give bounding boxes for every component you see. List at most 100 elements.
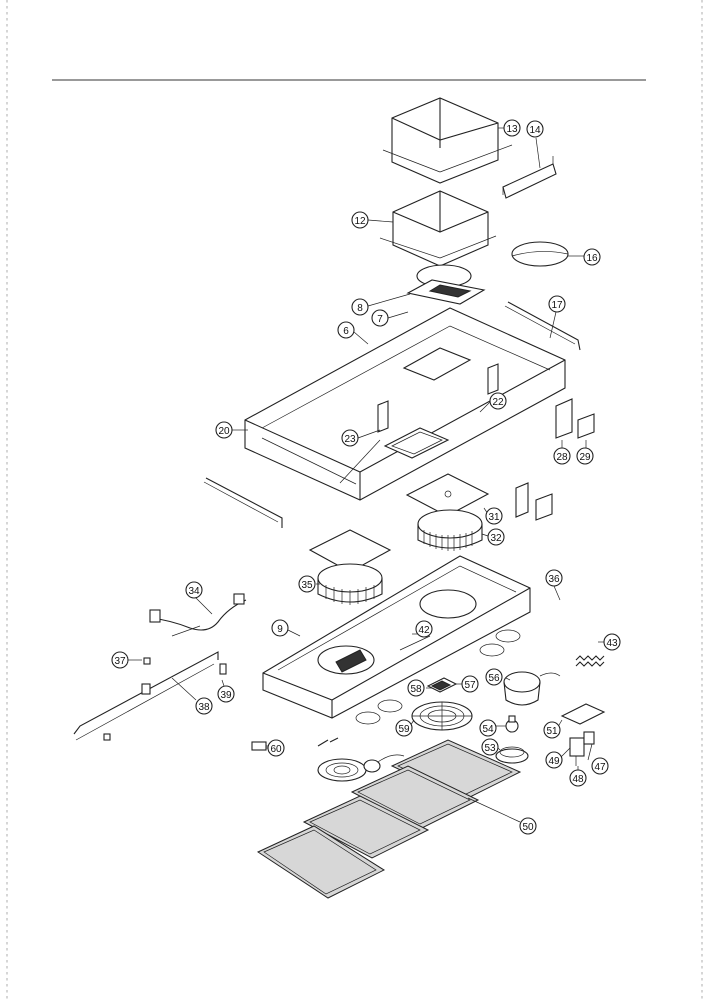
callout-38: 38 (195, 697, 213, 715)
svg-text:17: 17 (551, 300, 563, 311)
callout-17: 17 (548, 295, 566, 313)
callout-22: 22 (489, 392, 507, 410)
callout-32: 32 (487, 528, 505, 546)
callout-37: 37 (111, 651, 129, 669)
callout-6: 6 (337, 321, 355, 339)
svg-text:60: 60 (270, 744, 282, 755)
callout-54: 54 (479, 719, 497, 737)
valve-assembly (560, 703, 606, 766)
svg-text:6: 6 (343, 326, 349, 337)
callout-12: 12 (351, 211, 369, 229)
svg-text:57: 57 (464, 680, 476, 691)
svg-text:12: 12 (354, 216, 366, 227)
callout-43: 43 (603, 633, 621, 651)
callout-34: 34 (185, 581, 203, 599)
svg-text:43: 43 (606, 638, 618, 649)
svg-text:7: 7 (377, 314, 383, 325)
support-bar (73, 651, 219, 741)
bulb (505, 715, 519, 733)
main-canopy-body (244, 307, 566, 501)
chimney-lower-section (379, 190, 497, 292)
svg-text:16: 16 (586, 253, 598, 264)
fastener-set (317, 737, 339, 747)
svg-text:39: 39 (220, 690, 232, 701)
spring (575, 655, 605, 667)
svg-text:31: 31 (488, 512, 500, 523)
svg-text:35: 35 (301, 580, 313, 591)
callout-60: 60 (267, 739, 285, 757)
svg-text:47: 47 (594, 762, 606, 773)
callout-9: 9 (271, 619, 289, 637)
svg-text:32: 32 (490, 533, 502, 544)
rear-rail (504, 301, 581, 351)
callout-56: 56 (485, 668, 503, 686)
lamp-lens (495, 746, 529, 764)
lower-tray (262, 555, 531, 725)
svg-text:9: 9 (277, 624, 283, 635)
callout-29: 29 (576, 447, 594, 465)
callout-23: 23 (341, 429, 359, 447)
grease-filter-3 (302, 795, 430, 859)
svg-text:8: 8 (357, 303, 363, 314)
callout-39: 39 (217, 685, 235, 703)
svg-text:54: 54 (482, 724, 494, 735)
svg-text:29: 29 (579, 452, 591, 463)
svg-text:58: 58 (410, 684, 422, 695)
power-cable (149, 593, 247, 637)
svg-text:14: 14 (529, 125, 541, 136)
svg-text:49: 49 (548, 756, 560, 767)
callout-42: 42 (415, 620, 433, 638)
switch-block (426, 677, 458, 693)
lamp-housing (503, 671, 561, 706)
svg-text:48: 48 (572, 774, 584, 785)
svg-text:34: 34 (188, 586, 200, 597)
callout-36: 36 (545, 569, 563, 587)
svg-text:50: 50 (522, 822, 534, 833)
callout-49: 49 (545, 751, 563, 769)
callout-14: 14 (526, 120, 544, 138)
callout-31: 31 (485, 507, 503, 525)
svg-text:22: 22 (492, 397, 504, 408)
left-scan-edge (6, 0, 8, 1000)
grease-filter-4 (256, 825, 386, 899)
callout-51: 51 (543, 721, 561, 739)
svg-text:23: 23 (344, 434, 356, 445)
chimney-bracket (502, 156, 557, 199)
svg-text:59: 59 (398, 724, 410, 735)
callout-20: 20 (215, 421, 233, 439)
callout-16: 16 (583, 248, 601, 266)
svg-text:28: 28 (556, 452, 568, 463)
right-scan-edge (701, 0, 703, 1000)
blower-right (405, 473, 553, 551)
callout-13: 13 (503, 119, 521, 137)
lower-fan-guard (317, 754, 405, 782)
filter-disc (511, 241, 569, 267)
blower-left (308, 529, 392, 605)
svg-text:56: 56 (488, 673, 500, 684)
svg-text:51: 51 (546, 726, 558, 737)
small-clip (143, 657, 151, 665)
callout-59: 59 (395, 719, 413, 737)
callout-57: 57 (461, 675, 479, 693)
callout-58: 58 (407, 679, 425, 697)
svg-text:36: 36 (548, 574, 560, 585)
mount-plate (555, 398, 595, 439)
small-bracket (219, 663, 227, 675)
callout-47: 47 (591, 757, 609, 775)
callout-50: 50 (519, 817, 537, 835)
fan-guard (411, 701, 473, 731)
callout-48: 48 (569, 769, 587, 787)
callout-7: 7 (371, 309, 389, 327)
callout-28: 28 (553, 447, 571, 465)
svg-text:38: 38 (198, 702, 210, 713)
svg-text:13: 13 (506, 124, 518, 135)
outlet-flange (406, 264, 486, 305)
svg-text:42: 42 (418, 625, 430, 636)
svg-text:20: 20 (218, 426, 230, 437)
small-tab (103, 733, 111, 741)
chimney-upper-section (382, 97, 513, 184)
svg-text:53: 53 (484, 743, 496, 754)
callout-53: 53 (481, 738, 499, 756)
callout-8: 8 (351, 298, 369, 316)
